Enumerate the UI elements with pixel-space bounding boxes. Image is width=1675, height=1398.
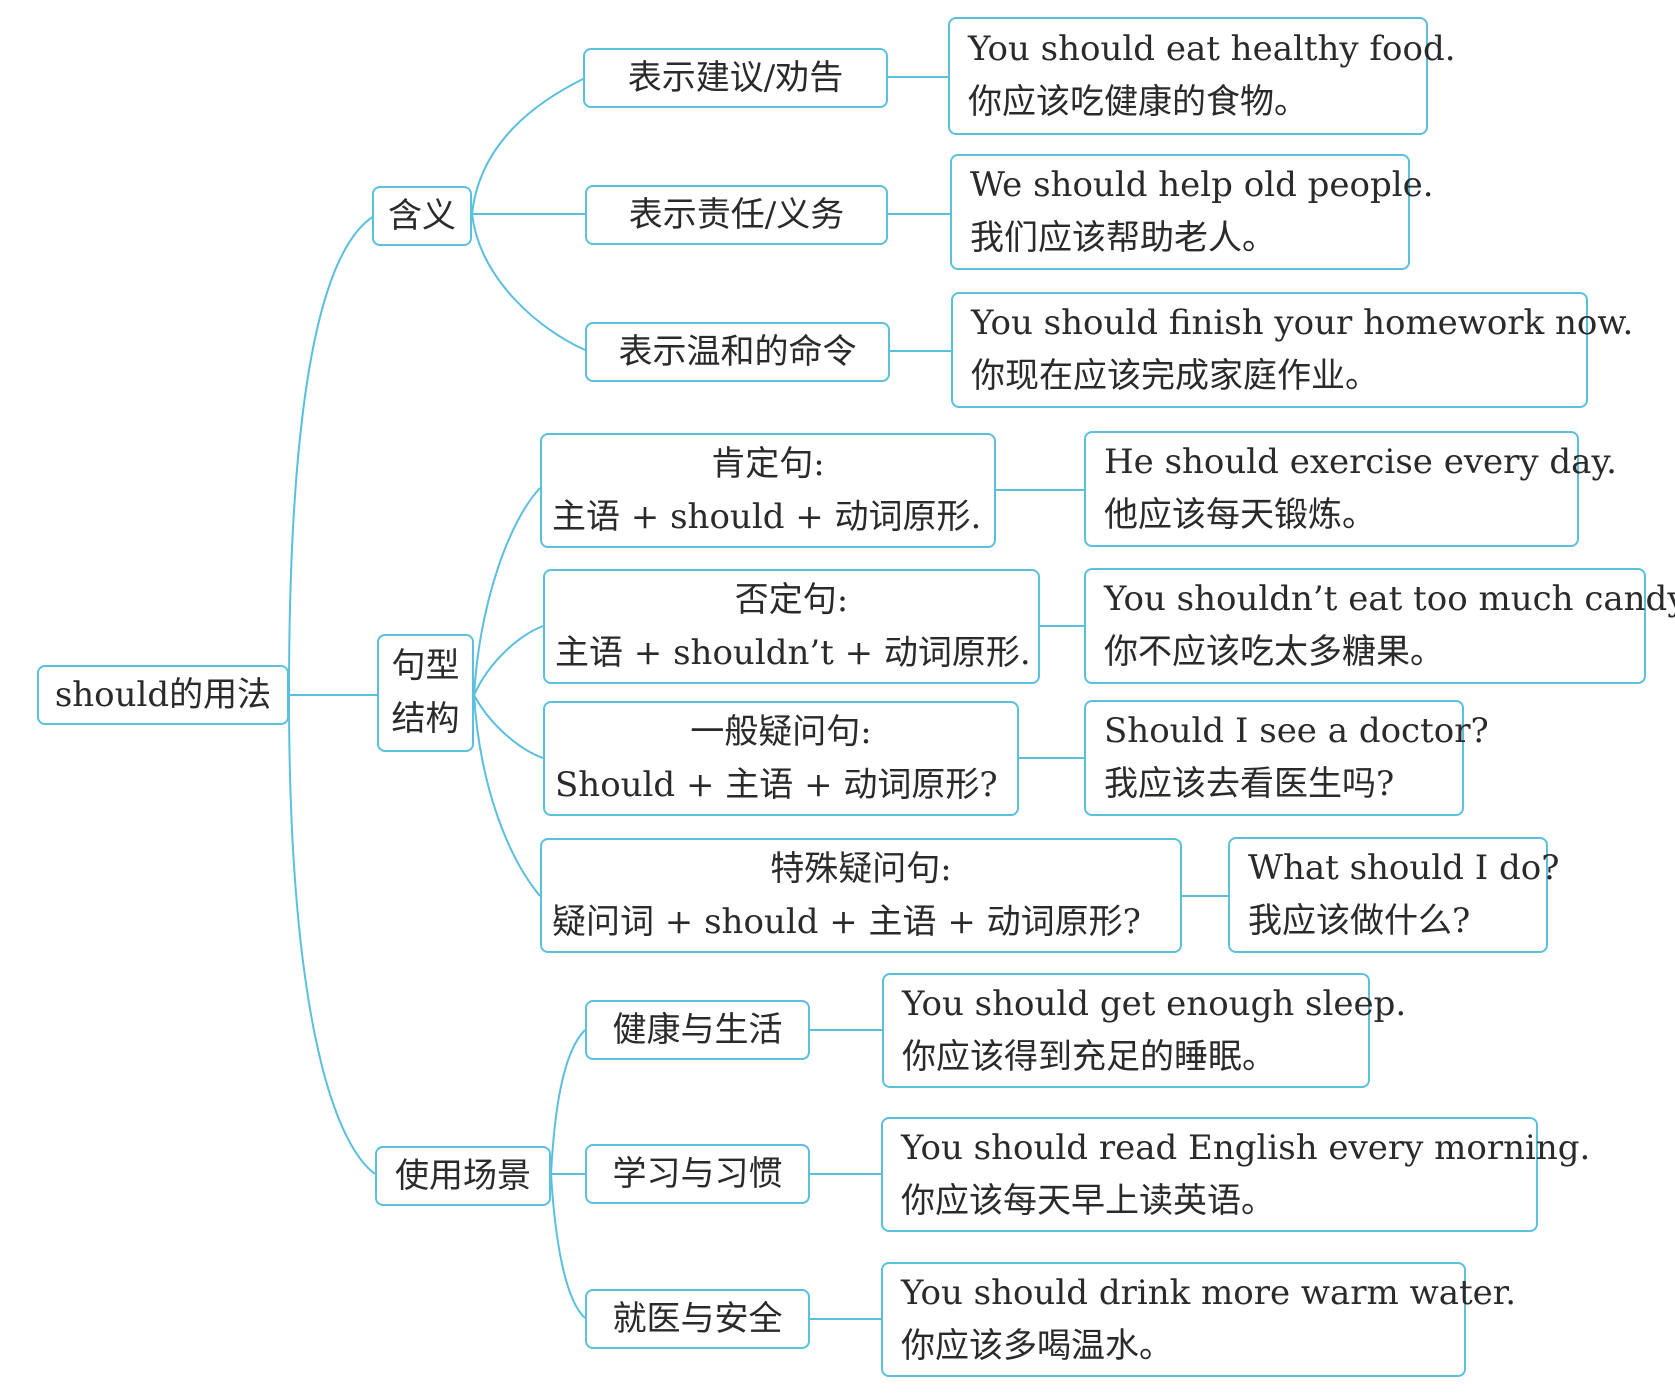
- example-zh: 你应该每天早上读英语。: [901, 1180, 1275, 1221]
- scene-item-study: 学习与习惯: [585, 1144, 810, 1204]
- meaning-example-duty: We should help old people. 我们应该帮助老人。: [950, 154, 1434, 270]
- structure-pattern: 主语 + should + 动词原形.: [552, 496, 982, 537]
- category-structure-label-line1: 句型: [391, 646, 460, 687]
- example-en: You should drink more warm water.: [901, 1272, 1517, 1313]
- structure-item-wh-question: 特殊疑问句: 疑问词 + should + 主语 + 动词原形?: [540, 838, 1182, 953]
- example-en: You should get enough sleep.: [902, 983, 1407, 1024]
- link-structure-yesno: [473, 694, 544, 759]
- structure-example-affirmative: He should exercise every day. 他应该每天锻炼。: [1084, 431, 1617, 547]
- structure-pattern: 疑问词 + should + 主语 + 动词原形?: [552, 901, 1141, 942]
- structure-example-yes-no-question: Should I see a doctor? 我应该去看医生吗?: [1084, 700, 1489, 816]
- structure-heading: 否定句:: [734, 579, 849, 620]
- example-en: He should exercise every day.: [1104, 442, 1617, 483]
- scene-item-study-label: 学习与习惯: [612, 1153, 783, 1194]
- structure-item-yes-no-question: 一般疑问句: Should + 主语 + 动词原形?: [543, 701, 1019, 816]
- structure-pattern: 主语 + shouldn’t + 动词原形.: [555, 632, 1031, 673]
- example-en: You shouldn’t eat too much candy.: [1104, 579, 1675, 620]
- example-en: You should finish your homework now.: [971, 303, 1634, 344]
- meaning-example-advice: You should eat healthy food. 你应该吃健康的食物。: [948, 17, 1456, 135]
- meaning-item-duty-label: 表示责任/义务: [628, 194, 845, 235]
- example-zh: 你不应该吃太多糖果。: [1104, 632, 1444, 672]
- meaning-item-advice: 表示建议/劝告: [583, 48, 888, 108]
- link-scenes-health: [550, 1029, 586, 1175]
- link-scenes-medical: [550, 1173, 586, 1319]
- structure-item-affirmative: 肯定句: 主语 + should + 动词原形.: [540, 433, 996, 548]
- root-label: should的用法: [54, 674, 272, 715]
- root-node: should的用法: [37, 665, 289, 725]
- link-meaning-command: [471, 213, 586, 351]
- example-zh: 你应该多喝温水。: [901, 1325, 1173, 1366]
- scene-example-study: You should read English every morning. 你…: [881, 1117, 1591, 1232]
- link-root-scenes: [288, 694, 376, 1175]
- structure-item-negative: 否定句: 主语 + shouldn’t + 动词原形.: [543, 569, 1040, 684]
- link-structure-wh: [473, 694, 541, 897]
- example-zh: 我应该去看医生吗?: [1104, 764, 1395, 804]
- meaning-item-advice-label: 表示建议/劝告: [627, 57, 844, 98]
- example-zh: 我应该做什么?: [1248, 901, 1471, 941]
- meaning-example-command: You should finish your homework now. 你现在…: [951, 292, 1634, 408]
- structure-heading: 肯定句:: [711, 443, 825, 484]
- structure-example-negative: You shouldn’t eat too much candy. 你不应该吃太…: [1084, 568, 1675, 684]
- scene-example-health: You should get enough sleep. 你应该得到充足的睡眠。: [882, 973, 1407, 1088]
- example-en: You should read English every morning.: [901, 1127, 1591, 1168]
- example-en: We should help old people.: [970, 165, 1434, 206]
- meaning-item-command-label: 表示温和的命令: [618, 331, 857, 372]
- example-en: You should eat healthy food.: [968, 29, 1456, 70]
- category-structure-label-line2: 结构: [391, 699, 460, 739]
- example-zh: 我们应该帮助老人。: [970, 218, 1276, 258]
- scene-item-medical-label: 就医与安全: [612, 1298, 783, 1339]
- link-root-meaning: [288, 215, 375, 696]
- example-zh: 你现在应该完成家庭作业。: [971, 356, 1379, 396]
- structure-heading: 特殊疑问句:: [770, 848, 952, 889]
- meaning-item-command: 表示温和的命令: [585, 322, 890, 382]
- scene-item-health-label: 健康与生活: [612, 1009, 783, 1050]
- example-zh: 你应该得到充足的睡眠。: [902, 1036, 1276, 1077]
- category-scenes: 使用场景: [375, 1146, 551, 1206]
- link-structure-negative: [473, 625, 544, 696]
- structure-heading: 一般疑问句:: [690, 711, 872, 752]
- scene-item-medical: 就医与安全: [585, 1289, 810, 1349]
- structure-example-wh-question: What should I do? 我应该做什么?: [1228, 837, 1560, 953]
- category-scenes-label: 使用场景: [395, 1155, 531, 1196]
- category-structure: 句型 结构: [377, 634, 474, 752]
- scene-example-medical: You should drink more warm water. 你应该多喝温…: [881, 1262, 1517, 1377]
- example-en: Should I see a doctor?: [1104, 711, 1489, 752]
- category-meaning-label: 含义: [388, 195, 456, 236]
- meaning-item-duty: 表示责任/义务: [585, 185, 888, 245]
- link-structure-affirm: [473, 487, 541, 696]
- example-zh: 他应该每天锻炼。: [1104, 495, 1376, 535]
- structure-pattern: Should + 主语 + 动词原形?: [555, 764, 998, 805]
- example-zh: 你应该吃健康的食物。: [968, 82, 1308, 122]
- link-meaning-advice: [471, 77, 586, 215]
- example-en: What should I do?: [1248, 848, 1560, 889]
- scene-item-health: 健康与生活: [585, 1000, 810, 1060]
- category-meaning: 含义: [372, 186, 472, 246]
